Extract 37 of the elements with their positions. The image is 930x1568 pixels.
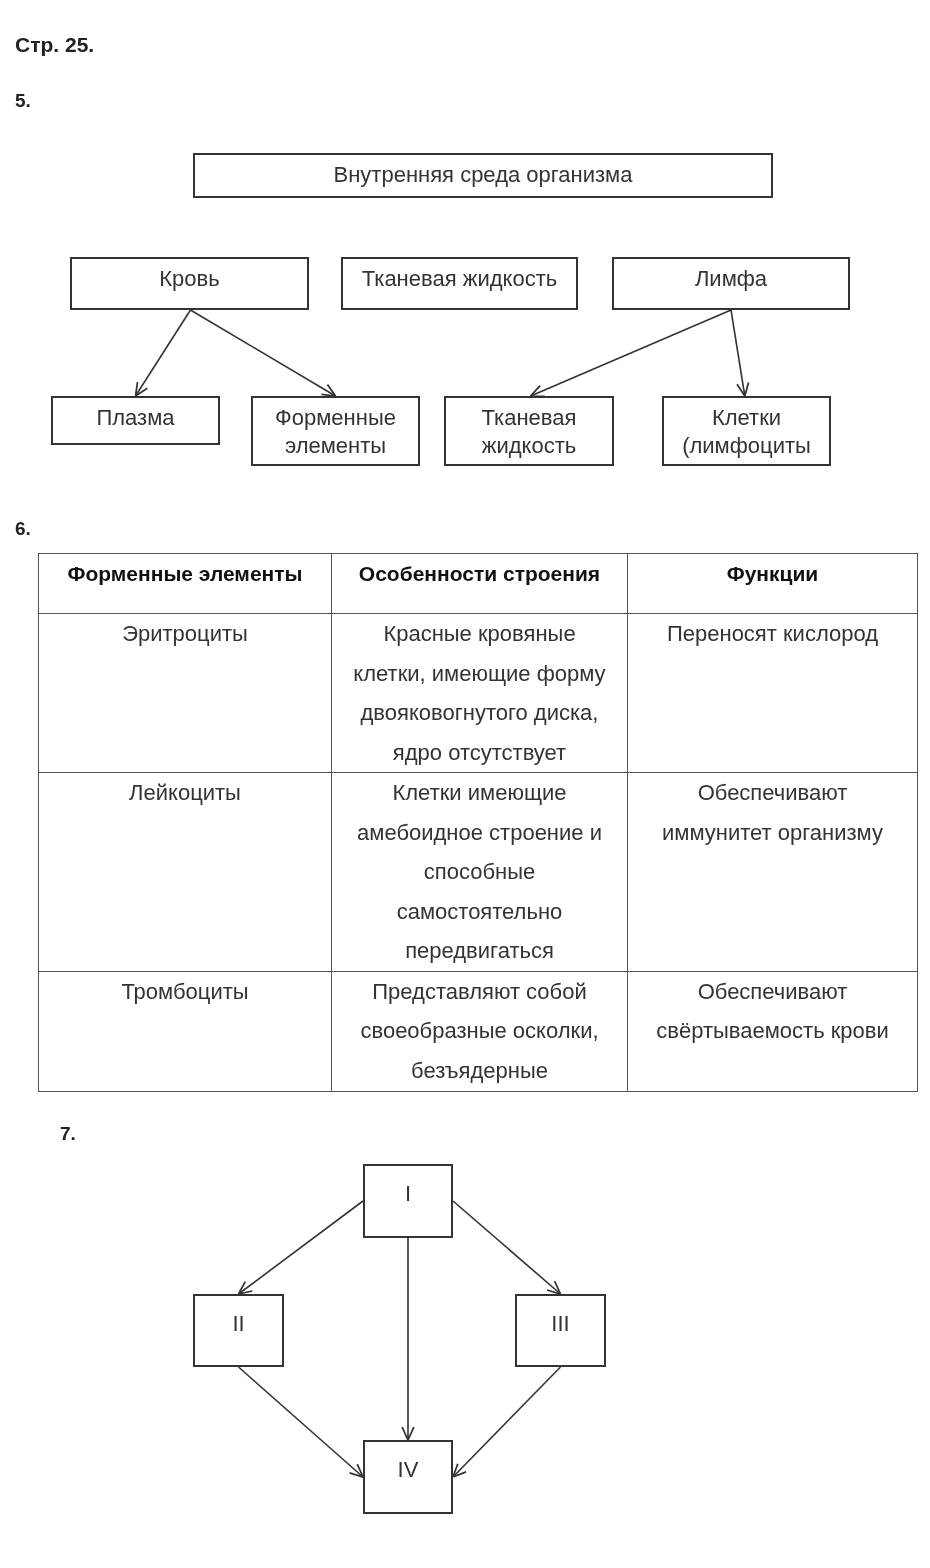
table-cell: Клетки имеющие амебоидное строение и способные самостоятельно передвигаться	[331, 772, 628, 971]
arrow	[237, 1200, 364, 1295]
arrow	[529, 309, 732, 398]
arrow	[237, 1366, 364, 1478]
arrow	[730, 309, 750, 397]
arrow	[452, 1366, 562, 1478]
concept-box: Форменные элементы	[251, 396, 420, 466]
table-header-cell: Функции	[627, 553, 918, 614]
page-heading: Стр. 25.	[15, 33, 95, 57]
arrow	[189, 309, 337, 397]
concept-box: Плазма	[51, 396, 220, 445]
table-cell: Тромбоциты	[38, 971, 332, 1091]
concept-box: Кровь	[70, 257, 309, 310]
arrow	[452, 1200, 562, 1295]
table-cell: Обеспечивают свёртываемость крови	[627, 971, 918, 1091]
concept-box: Тканевая жидкость	[444, 396, 614, 466]
table-header-cell: Особенности строения	[331, 553, 628, 614]
task-number: 7.	[60, 1123, 76, 1145]
table-header-cell: Форменные элементы	[38, 553, 332, 614]
arrow	[134, 309, 192, 397]
concept-box: Тканевая жидкость	[341, 257, 578, 310]
table-cell: Переносят кислород	[627, 613, 918, 773]
concept-box: I	[363, 1164, 453, 1238]
table-cell: Обеспечивают иммунитет организму	[627, 772, 918, 971]
concept-box: III	[515, 1294, 606, 1367]
concept-box: Клетки (лимфоциты	[662, 396, 831, 466]
task-number: 5.	[15, 90, 31, 112]
task-number: 6.	[15, 518, 31, 540]
concept-box: IV	[363, 1440, 453, 1514]
table-cell: Эритроциты	[38, 613, 332, 773]
arrow	[401, 1237, 415, 1441]
table-cell: Лейкоциты	[38, 772, 332, 971]
table-cell: Красные кровяные клетки, имеющие форму двояковогнутого диска, ядро отсутствует	[331, 613, 628, 773]
concept-box: Лимфа	[612, 257, 850, 310]
concept-box: II	[193, 1294, 284, 1367]
concept-box: Внутренняя среда организма	[193, 153, 773, 198]
table-cell: Представляют собой своеобразные осколки, безъядерные	[331, 971, 628, 1091]
